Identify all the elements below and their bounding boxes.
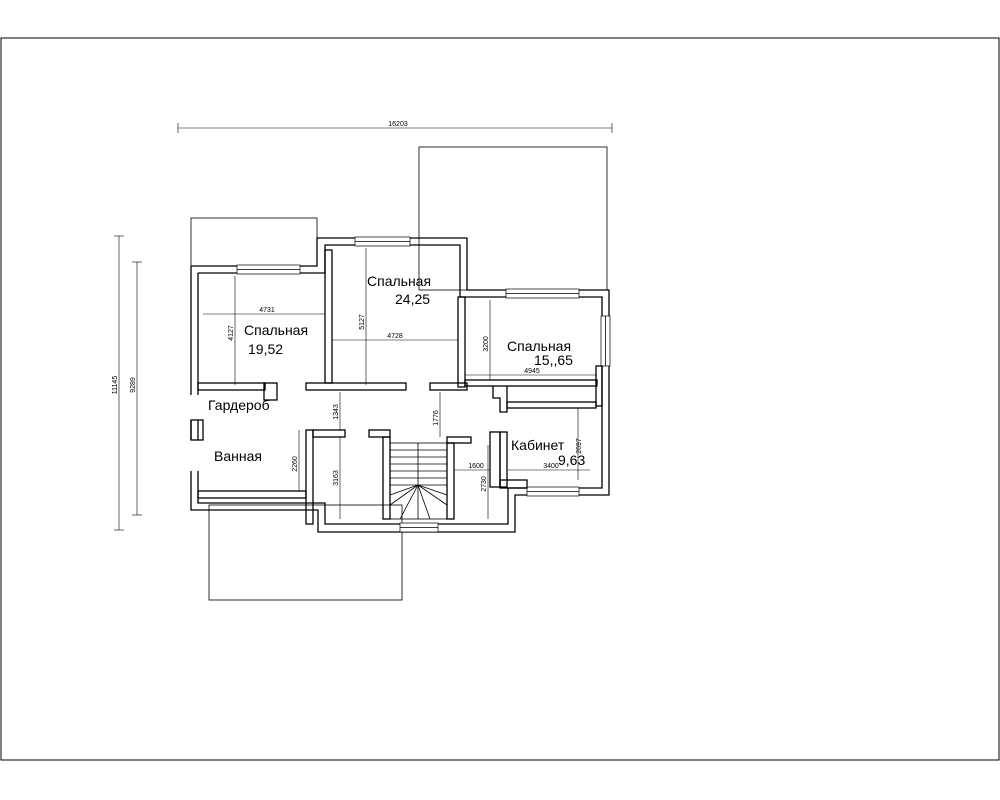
dim-bed1-width: 4731 — [259, 307, 275, 314]
dim-hall-a: 1343 — [333, 404, 340, 420]
terrace-top-right — [418, 146, 608, 291]
balcony-top-left — [190, 217, 318, 267]
dim-bed2-depth: 5127 — [359, 314, 366, 330]
dim-landing-width: 1600 — [468, 463, 484, 470]
staircase — [389, 442, 448, 520]
dim-stair-depth: 3163 — [333, 470, 340, 486]
dim-bed3-depth: 3200 — [483, 336, 490, 352]
dim-bath-depth: 2260 — [292, 456, 299, 472]
room-bedroom-3-name: Спальная — [507, 338, 571, 354]
interior-walls — [190, 249, 603, 525]
room-bedroom-1-name: Спальная — [244, 322, 308, 338]
dim-office-depth: 2697 — [576, 438, 583, 454]
dim-landing-depth: 2730 — [481, 476, 488, 492]
dim-overall-width: 16203 — [388, 121, 408, 128]
dim-bed2-width: 4728 — [387, 333, 403, 340]
dimension-lines — [114, 123, 613, 531]
dim-bed1-depth: 4127 — [228, 325, 235, 341]
room-bedroom-2-name: Спальная — [367, 273, 431, 289]
dim-hall-b: 1776 — [433, 410, 440, 426]
room-office-area: 9,63 — [558, 452, 585, 468]
room-office-name: Кабинет — [511, 437, 565, 453]
room-bedroom-1-area: 19,52 — [248, 341, 283, 357]
room-wardrobe-name: Гардероб — [208, 397, 270, 413]
room-bathroom-name: Ванная — [214, 448, 262, 464]
dimension-labels: 16203 11145 9289 4731 4127 5127 4728 320… — [112, 121, 583, 492]
dim-overall-height: 11145 — [112, 376, 119, 395]
room-labels: Спальная 19,52 Спальная 24,25 Спальная 1… — [208, 273, 585, 468]
room-bedroom-2-area: 24,25 — [395, 291, 430, 307]
room-bedroom-3-area: 15,,65 — [534, 352, 573, 368]
dim-bed3-width: 4945 — [524, 368, 540, 375]
sheet-frame — [0, 37, 1000, 761]
dim-inner-height: 9289 — [130, 377, 137, 393]
windows — [236, 236, 611, 533]
dim-office-width: 3400 — [543, 463, 559, 470]
